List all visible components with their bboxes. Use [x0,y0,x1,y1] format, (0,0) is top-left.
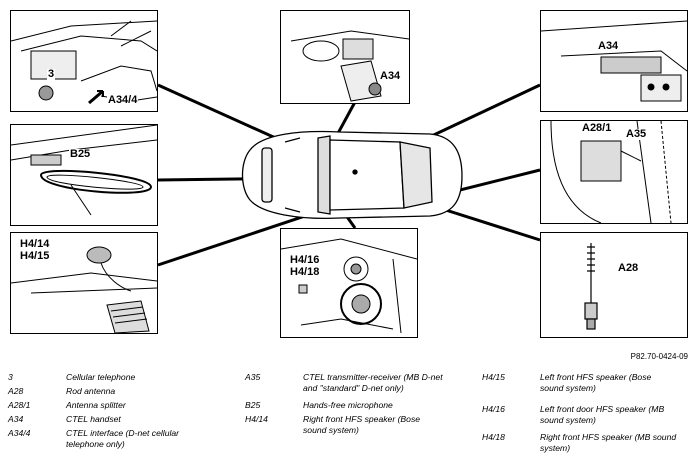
panel-rod-antenna: A28 [540,232,688,338]
panel-hands-free-microphone: B25 [10,124,158,226]
callout-a34-4: A34/4 [107,94,139,106]
callout-h4-14: H4/14 [19,238,51,250]
callout-a34-center: A34 [379,70,402,82]
panel-cellular-telephone: 3 A34/4 [10,10,158,112]
callout-h4-15: H4/15 [19,250,51,262]
callout-b25: B25 [69,148,92,160]
panel-hfs-speakers-left: H4/14 H4/15 [10,232,158,334]
console-drawing [290,30,409,102]
door-speaker-drawing [281,238,417,334]
panel-ctel-handset-right: A34 [540,10,688,112]
panel-ctel-handset-center: A34 [280,10,410,104]
callout-a28: A28 [617,262,640,274]
rear-console-drawing [541,20,687,102]
panel-door-speakers: H4/16 H4/18 [280,228,418,338]
trunk-drawing [550,121,672,223]
figure-reference: P82.70-0424-09 [630,352,688,361]
callout-a35: A35 [625,128,648,140]
mirror-drawing [11,125,157,216]
callout-3: 3 [47,68,56,80]
callout-a28-1: A28/1 [581,122,613,134]
panel-antenna-splitter: A28/1 A35 [540,120,688,224]
callout-h4-18: H4/18 [289,266,321,278]
rod-antenna-drawing [584,243,598,330]
callout-a34-right: A34 [597,40,620,52]
dash-speaker-drawing [11,246,157,333]
callout-h4-16: H4/16 [289,254,321,266]
